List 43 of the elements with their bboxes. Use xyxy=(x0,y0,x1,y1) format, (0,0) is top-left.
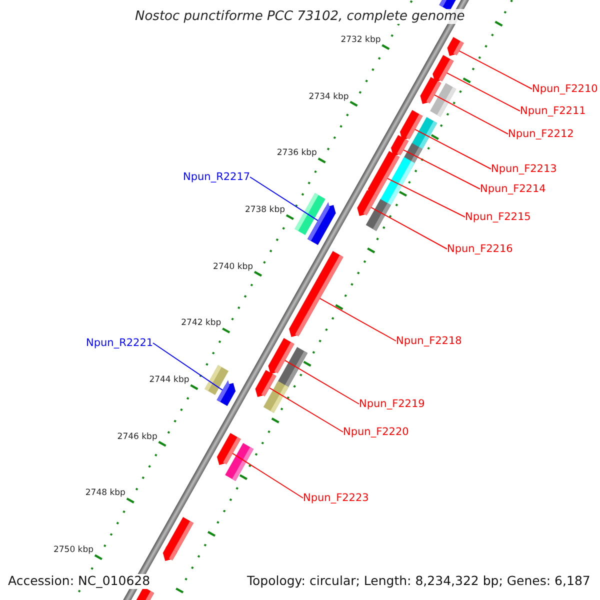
gene-feature xyxy=(162,546,178,561)
gene-label: Npun_F2223 xyxy=(303,492,369,503)
gene-feature xyxy=(307,202,336,245)
leader-line xyxy=(387,178,466,218)
gene-label: Npun_F2212 xyxy=(508,128,574,139)
gene-label: Npun_F2218 xyxy=(396,336,462,346)
leader-line xyxy=(370,206,448,250)
gene-label: Npun_F2219 xyxy=(359,398,425,409)
gene-feature xyxy=(432,55,454,82)
scale-label: 2744 kbp xyxy=(149,376,190,385)
scale-label: 2734 kbp xyxy=(308,92,349,102)
leader-line xyxy=(319,298,396,342)
gene-label: Npun_R2217 xyxy=(183,172,250,182)
gene-label: Npun_F2214 xyxy=(480,184,546,194)
scale-label: 2746 kbp xyxy=(117,432,158,442)
scale-label: 2750 kbp xyxy=(53,546,94,555)
scale-label: 2732 kbp xyxy=(340,36,381,44)
gene-label: Npun_F2211 xyxy=(520,106,586,116)
leader-line xyxy=(403,149,480,190)
leader-line xyxy=(232,452,304,498)
genome-summary-text: Topology: circular; Length: 8,234,322 bp; Genes: 6,187 xyxy=(245,574,592,588)
leader-line xyxy=(414,128,492,170)
leader-line xyxy=(284,360,360,404)
gene-label: Npun_F2215 xyxy=(465,212,531,222)
gene-feature xyxy=(216,380,236,406)
scale-label: 2736 kbp xyxy=(276,149,317,158)
gene-label: Npun_R2221 xyxy=(86,338,154,348)
leader-line xyxy=(434,94,508,134)
leader-line xyxy=(250,176,318,222)
leader-line xyxy=(458,50,532,90)
gene-feature xyxy=(447,37,464,56)
gene-label: Npun_F2210 xyxy=(532,84,598,94)
scale-label: 2740 kbp xyxy=(213,262,254,272)
gene-label: Npun_F2220 xyxy=(343,426,409,437)
gene-feature xyxy=(289,251,344,337)
scale-label: 2742 kbp xyxy=(181,319,222,328)
leader-line xyxy=(269,387,344,432)
gene-label: Npun_F2216 xyxy=(447,244,513,254)
scale-label: 2738 kbp xyxy=(244,206,286,215)
accession-text: Accession: NC_010628 xyxy=(6,574,152,588)
gene-label: Npun_F2213 xyxy=(491,164,557,174)
scale-label: 2748 kbp xyxy=(85,489,126,498)
leader-line xyxy=(446,72,520,112)
